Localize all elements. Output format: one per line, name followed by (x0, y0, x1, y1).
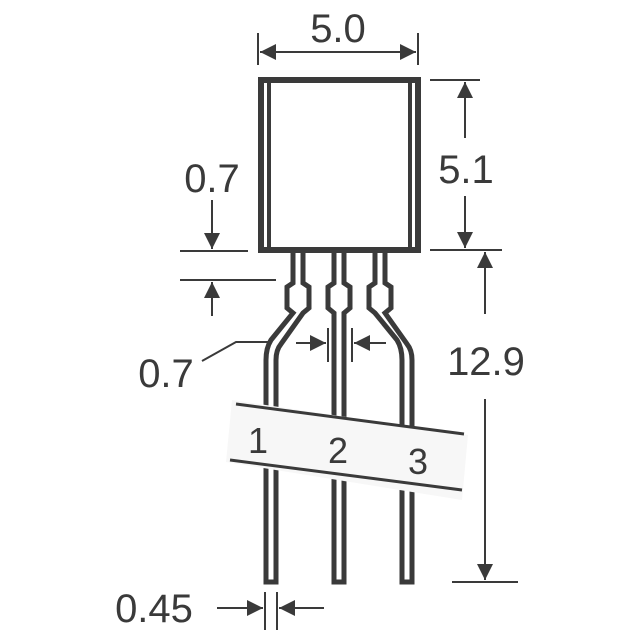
dim-lead-length-label: 12.9 (447, 340, 525, 384)
lead-2 (325, 252, 353, 585)
dim-lead-width-label: 0.45 (115, 587, 193, 631)
dim-body-width-label: 5.0 (310, 7, 366, 51)
dim-lead-width: 0.45 (115, 587, 324, 631)
lead-1 (263, 252, 312, 585)
dim-body-width: 5.0 (257, 7, 419, 65)
pin-label-1: 1 (248, 420, 268, 461)
dim-lead-neck-label: 0.7 (184, 157, 240, 201)
dim-body-height-label: 5.1 (438, 148, 494, 192)
dim-body-height: 5.1 (430, 79, 494, 251)
lead-3 (366, 252, 415, 585)
dim-lead-shoulder: 0.7 (138, 328, 386, 396)
leads (263, 252, 415, 585)
pin-label-band: 1 2 3 (226, 400, 468, 500)
pin-label-3: 3 (408, 441, 428, 482)
dim-lead-neck: 0.7 (180, 157, 276, 316)
dim-lead-shoulder-label: 0.7 (138, 352, 194, 396)
package-body (258, 77, 421, 253)
dim-lead-length: 12.9 (435, 249, 525, 583)
pin-label-2: 2 (328, 430, 348, 471)
